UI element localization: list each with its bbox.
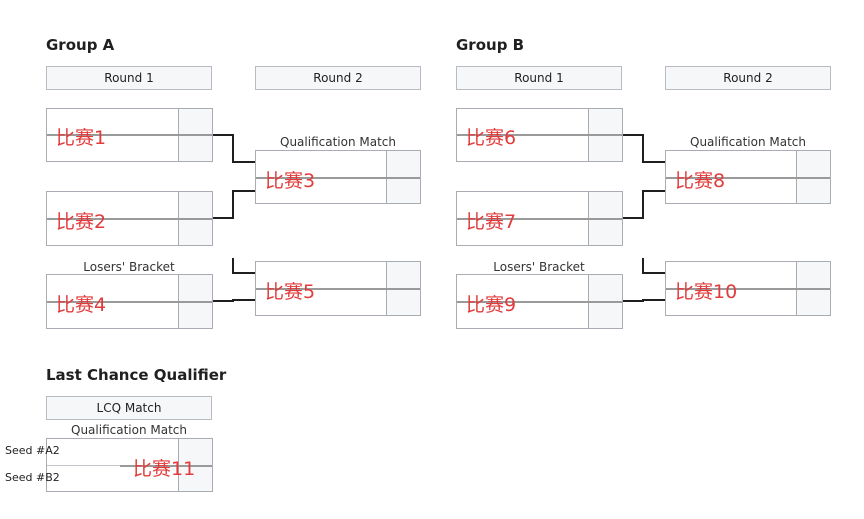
- seed-a2: Seed #A2: [5, 444, 60, 457]
- match-5-strike: [256, 288, 420, 290]
- match-10-strike: [666, 288, 830, 290]
- group-b-losers-caption: Losers' Bracket: [493, 260, 585, 274]
- connector-m1-h2: [232, 161, 255, 163]
- match-4-label: 比赛4: [56, 294, 107, 316]
- match-2-strike: [47, 218, 212, 220]
- match-4-strike: [47, 301, 212, 303]
- match-7-label: 比赛7: [466, 211, 517, 233]
- match-8-strike: [666, 177, 830, 179]
- group-a-round2-header: Round 2: [255, 66, 421, 90]
- group-b-qualification-caption: Qualification Match: [690, 135, 806, 149]
- match-7-strike: [457, 218, 622, 220]
- connector-m6-h1: [623, 134, 644, 136]
- connector-m4-h1: [213, 300, 234, 302]
- match-1-strike: [47, 134, 212, 136]
- connector-m4-h2: [232, 299, 255, 301]
- connector-m7-h1: [623, 217, 644, 219]
- match-3-label: 比赛3: [265, 170, 316, 192]
- lcq-qualification-caption: Qualification Match: [71, 423, 187, 437]
- lcq-title: Last Chance Qualifier: [46, 366, 227, 384]
- lcq-header: LCQ Match: [46, 396, 212, 420]
- match-11-label: 比赛11: [133, 458, 196, 480]
- group-a-qualification-caption: Qualification Match: [280, 135, 396, 149]
- connector-m6-h2: [642, 161, 665, 163]
- match-5-label: 比赛5: [265, 281, 316, 303]
- connector-m6-v: [642, 134, 644, 163]
- group-a-round1-header: Round 1: [46, 66, 212, 90]
- connector-m9-h2: [642, 299, 665, 301]
- group-a-losers-caption: Losers' Bracket: [83, 260, 175, 274]
- connector-m2-h1: [213, 217, 234, 219]
- group-a-title: Group A: [46, 36, 115, 54]
- match-2-label: 比赛2: [56, 211, 107, 233]
- connector-m8-loser-h: [642, 272, 665, 274]
- connector-m3-loser-h: [232, 272, 255, 274]
- connector-m1-v: [232, 134, 234, 163]
- connector-m8-loser-v: [642, 258, 644, 274]
- seed-b2: Seed #B2: [5, 471, 60, 484]
- group-b-round2-header: Round 2: [665, 66, 831, 90]
- match-11-strike: [120, 465, 212, 467]
- match-10-label: 比赛10: [675, 281, 738, 303]
- match-10-score-divider: [796, 289, 830, 290]
- match-6-label: 比赛6: [466, 127, 517, 149]
- connector-m7-v: [642, 190, 644, 219]
- group-b-round1-header: Round 1: [456, 66, 622, 90]
- group-b-title: Group B: [456, 36, 525, 54]
- connector-m2-h2: [232, 190, 255, 192]
- connector-m1-h1: [213, 134, 234, 136]
- connector-m7-h2: [642, 190, 665, 192]
- connector-m3-loser-v: [232, 258, 234, 274]
- connector-m9-h1: [623, 300, 644, 302]
- match-3-strike: [256, 177, 420, 179]
- match-1-label: 比赛1: [56, 127, 107, 149]
- match-5-score-divider: [386, 289, 420, 290]
- match-8-label: 比赛8: [675, 170, 726, 192]
- connector-m2-v: [232, 190, 234, 219]
- match-11-slot-top: [47, 439, 180, 466]
- match-9-strike: [457, 301, 622, 303]
- match-6-strike: [457, 134, 622, 136]
- match-9-label: 比赛9: [466, 294, 517, 316]
